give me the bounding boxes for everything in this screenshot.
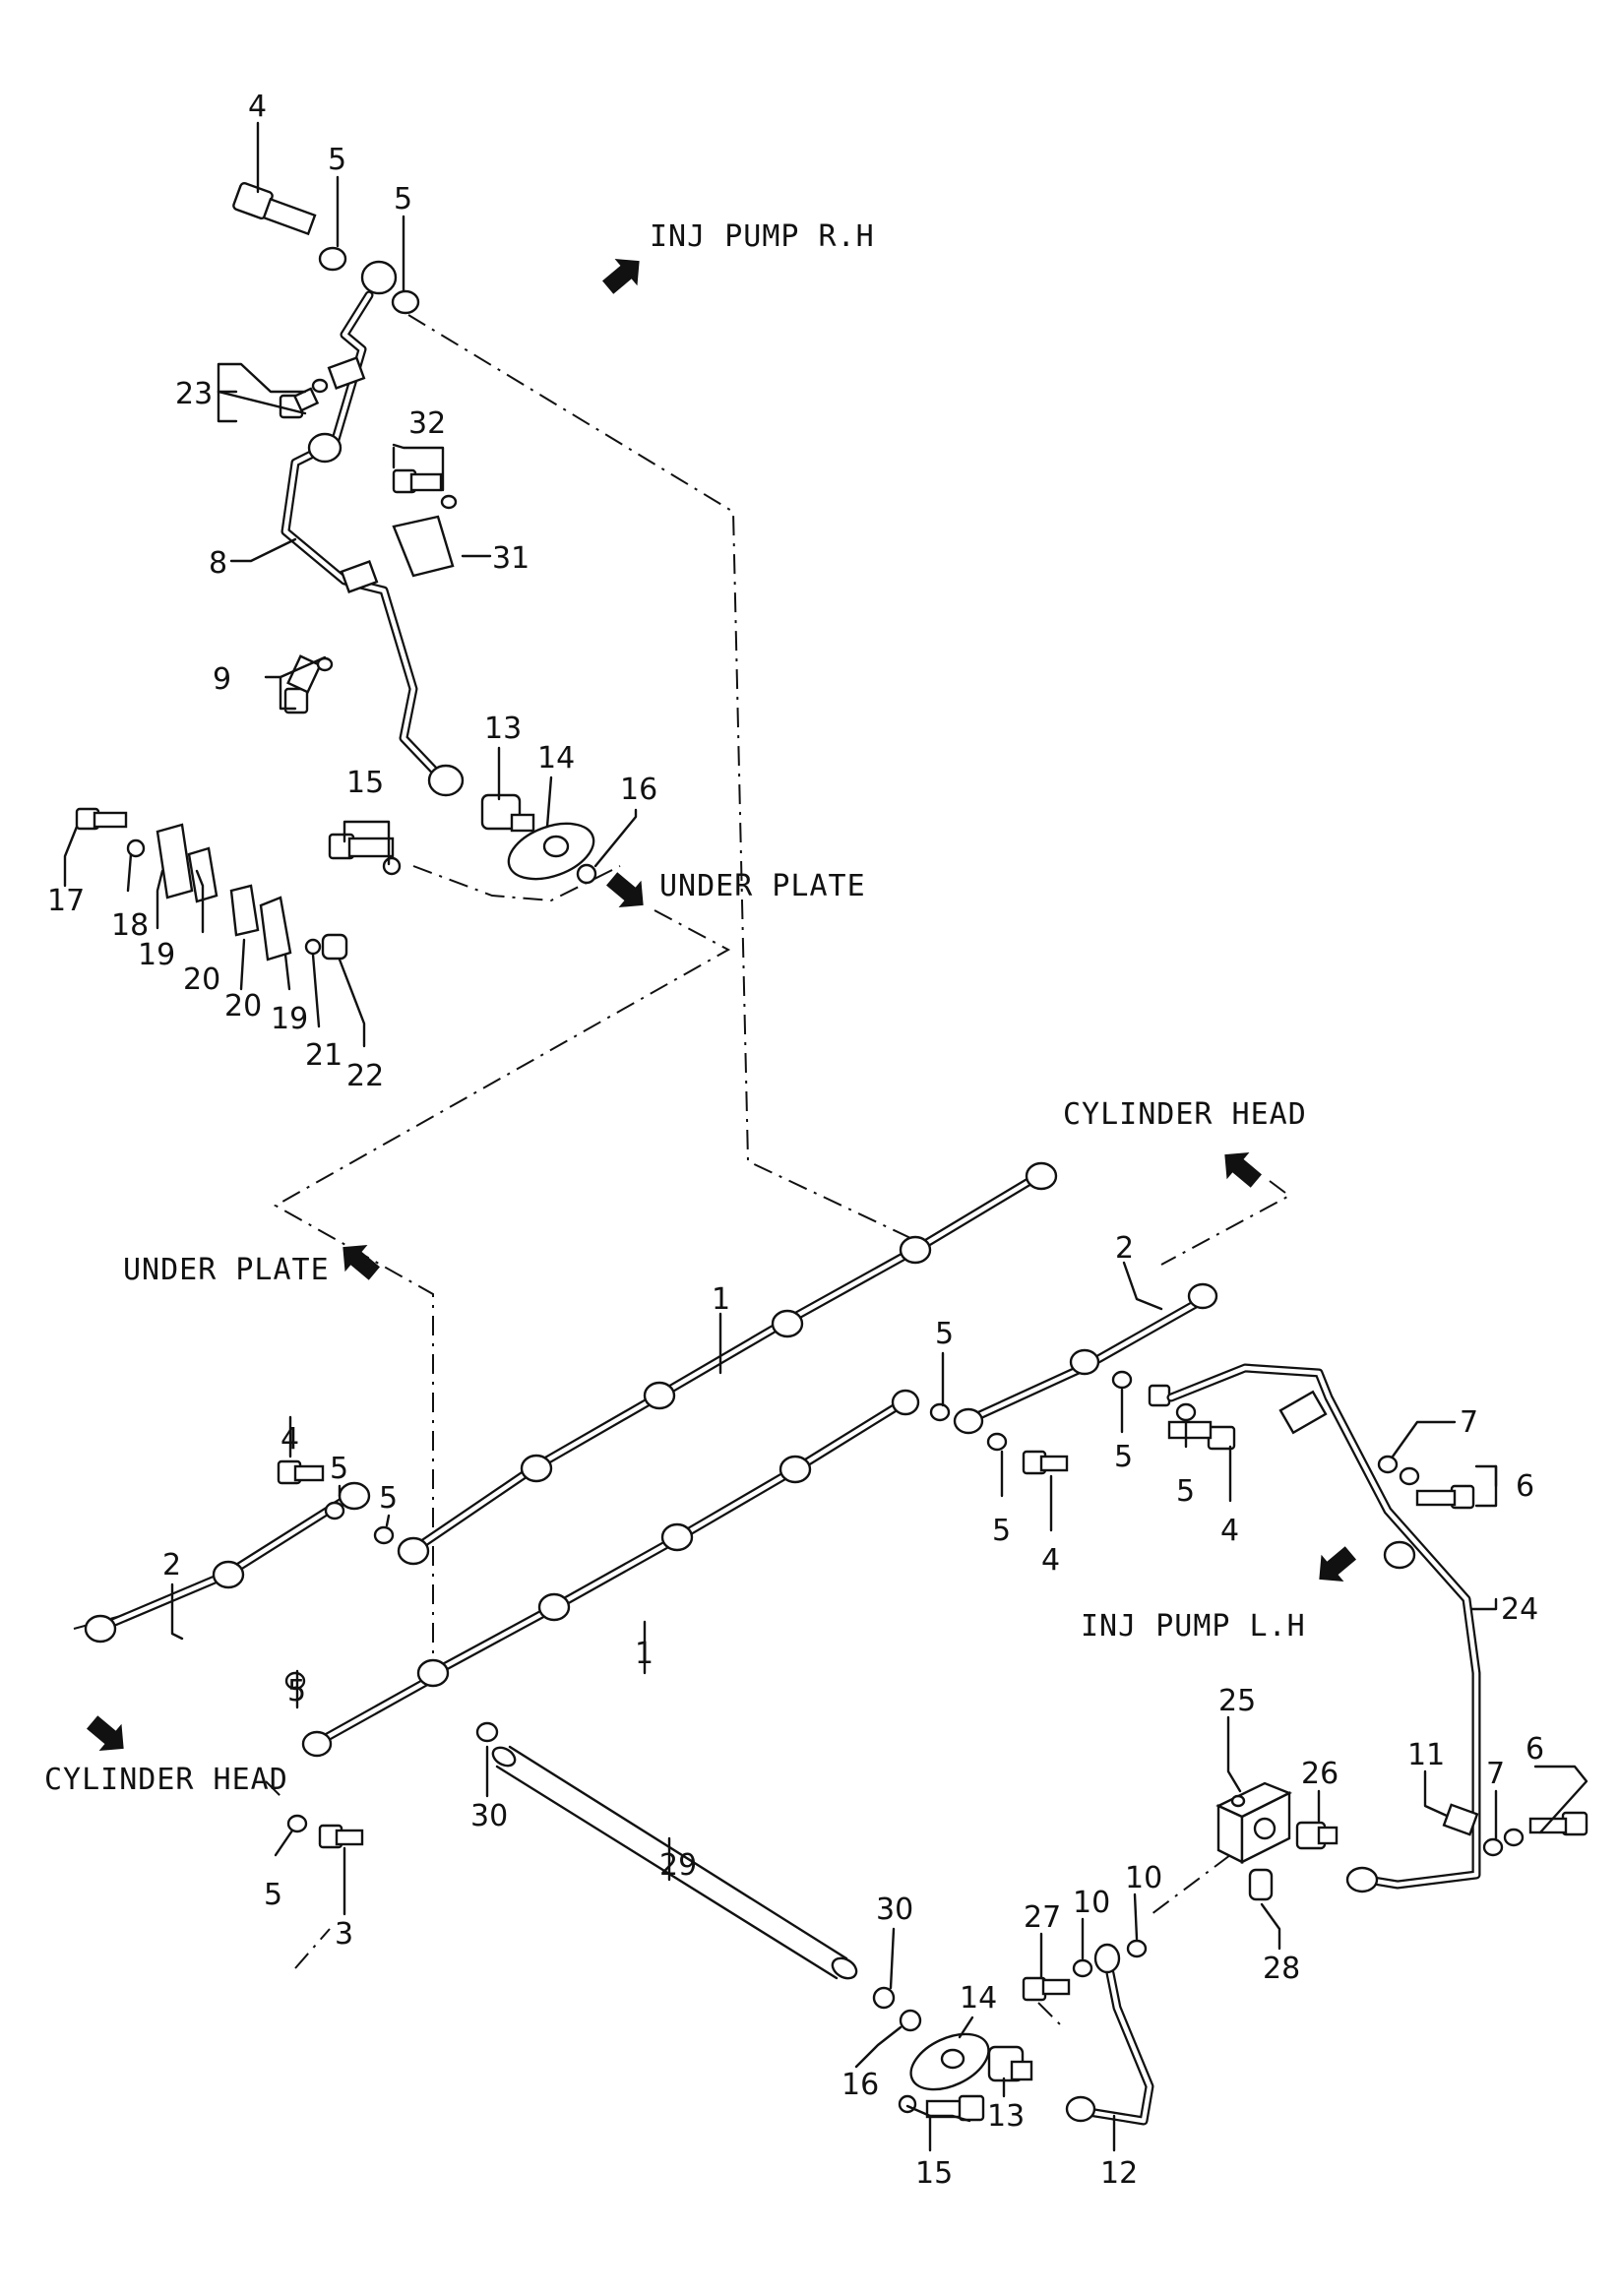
bolt-part: [232, 181, 317, 236]
under-plate-left-label: UNDER PLATE: [123, 1253, 330, 1287]
junction-block-part: [1215, 1781, 1292, 1864]
callout: 9: [213, 662, 231, 697]
callout: 5: [1114, 1440, 1133, 1474]
upper-assembly: [75, 181, 597, 962]
arrow-inj-pump-lh-icon: [1319, 1546, 1356, 1582]
callout: 5: [379, 1481, 398, 1516]
cylinder-head-top-label: CYLINDER HEAD: [1063, 1097, 1307, 1132]
arrow-under-plate-top-icon: [606, 872, 644, 908]
callout: 27: [1024, 1900, 1061, 1935]
lock-plate-part: [259, 896, 292, 962]
callout: 14: [537, 741, 575, 776]
callout: 15: [346, 766, 384, 800]
callout: 16: [841, 2068, 879, 2102]
banjo-fitting-part: [360, 260, 398, 295]
callout: 25: [1218, 1684, 1256, 1718]
callout: 28: [1263, 1952, 1300, 1986]
callout: 31: [492, 541, 529, 576]
callout: 11: [1407, 1738, 1445, 1772]
callout: 5: [935, 1317, 954, 1351]
callout: 5: [330, 1452, 348, 1486]
o-ring-part: [475, 1721, 499, 1743]
callout: 5: [264, 1878, 282, 1912]
arrow-under-plate-left-icon: [342, 1244, 380, 1280]
callout: 32: [408, 406, 446, 441]
clamp-part: [1278, 1390, 1328, 1435]
callout: 13: [484, 712, 522, 746]
callout: 3: [335, 1917, 353, 1952]
callout: 19: [271, 1002, 308, 1036]
callout-numbers: 4 5 5 23 32 8 31 9 13 14 15 16 17 18 19 …: [47, 90, 1544, 2191]
callout: 5: [328, 143, 346, 177]
callout: 20: [224, 989, 262, 1024]
callout: 12: [1100, 2156, 1138, 2191]
callout: 24: [1501, 1592, 1538, 1627]
lower-assembly: [475, 1721, 1339, 2126]
arrow-cylinder-head-top-icon: [1224, 1151, 1262, 1188]
callout: 2: [162, 1548, 181, 1582]
clamp-part: [327, 355, 366, 391]
o-ring-part: [576, 863, 597, 885]
callout: 6: [1516, 1469, 1534, 1504]
under-plate-top-label: UNDER PLATE: [659, 869, 866, 903]
callout: 6: [1526, 1732, 1544, 1767]
callout: 7: [1460, 1405, 1478, 1440]
arrow-cylinder-head-left-icon: [87, 1715, 124, 1752]
callout: 21: [305, 1038, 342, 1073]
callout: 23: [175, 377, 213, 411]
callout: 22: [346, 1059, 384, 1093]
callout: 4: [1041, 1543, 1060, 1578]
callout: 5: [1176, 1474, 1195, 1509]
callout: 18: [111, 908, 149, 943]
tube-part: [491, 1745, 858, 1980]
callout: 5: [287, 1674, 306, 1708]
callout: 8: [209, 546, 227, 581]
callout: 5: [992, 1514, 1011, 1548]
callout: 30: [876, 1893, 913, 1927]
callout: 14: [960, 1981, 997, 2016]
washer-part: [391, 289, 420, 315]
washer-part: [318, 246, 347, 272]
callout: 1: [712, 1282, 730, 1317]
callout: 29: [659, 1848, 697, 1883]
callout: 19: [138, 938, 175, 972]
lock-plate-part: [156, 823, 194, 900]
lock-plate-part: [187, 846, 218, 903]
callout: 1: [635, 1637, 654, 1671]
callout: 13: [987, 2099, 1025, 2134]
callout: 26: [1301, 1757, 1339, 1791]
bracket-part: [392, 515, 455, 578]
callout: 5: [394, 182, 412, 217]
callout: 4: [280, 1422, 299, 1457]
callout: 30: [470, 1799, 508, 1833]
inj-pump-rh-label: INJ PUMP R.H: [650, 219, 875, 254]
callout: 20: [183, 962, 220, 997]
callout: 10: [1073, 1886, 1110, 1920]
pipe-24-assembly: [1166, 1363, 1588, 1893]
clamp-part: [340, 559, 379, 594]
callout: 16: [620, 773, 657, 807]
callout: 4: [248, 90, 267, 124]
inj-pump-lh-label: INJ PUMP L.H: [1081, 1609, 1306, 1644]
callout: 7: [1486, 1757, 1505, 1791]
arrow-inj-pump-rh-icon: [602, 258, 640, 294]
lock-plate-part: [229, 884, 260, 937]
fitting-part: [480, 793, 522, 831]
callout: 10: [1125, 1861, 1162, 1895]
callout: 4: [1220, 1514, 1239, 1548]
cylinder-head-left-label: CYLINDER HEAD: [44, 1763, 288, 1797]
callout: 15: [915, 2156, 953, 2191]
callout: 2: [1115, 1231, 1134, 1266]
region-labels: INJ PUMP R.H UNDER PLATE CYLINDER HEAD U…: [44, 219, 1307, 1797]
callout: 17: [47, 884, 85, 918]
leader-lines: [63, 121, 1588, 2152]
